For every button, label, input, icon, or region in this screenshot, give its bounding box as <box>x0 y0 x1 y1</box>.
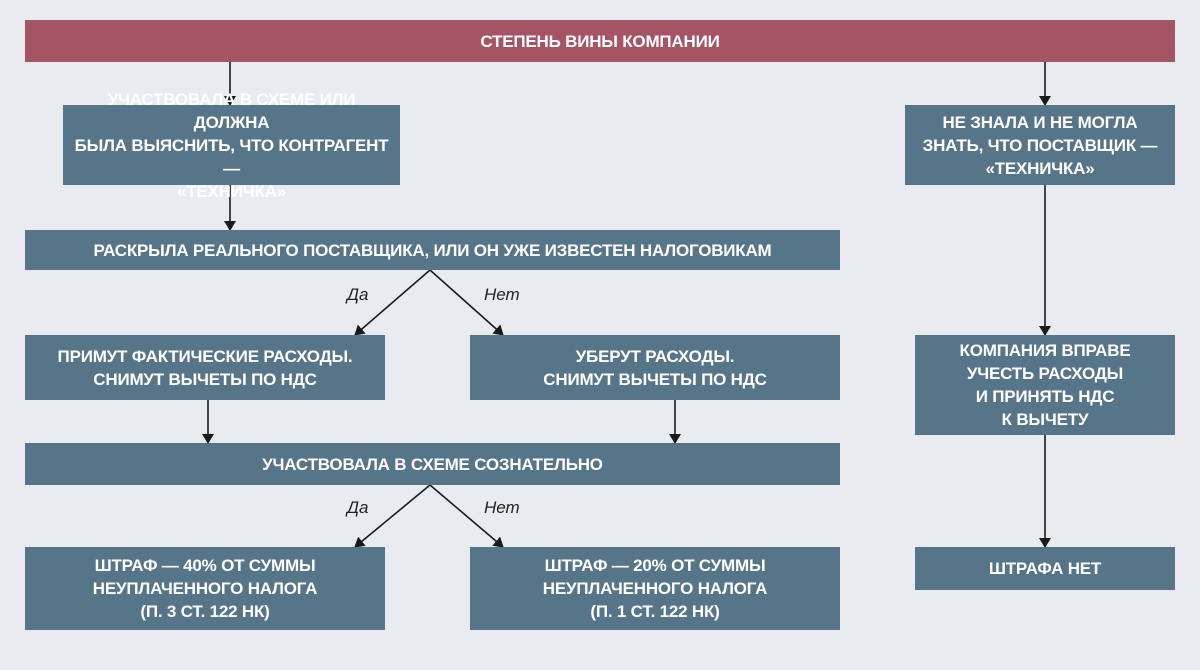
arrow <box>429 484 504 548</box>
node-fine-40: ШТРАФ — 40% ОТ СУММЫ НЕУПЛАЧЕННОГО НАЛОГ… <box>25 547 385 630</box>
arrow <box>429 269 504 336</box>
node-remove-expenses: УБЕРУТ РАСХОДЫ. СНИМУТ ВЫЧЕТЫ ПО НДС <box>470 335 840 400</box>
branch-no-label-2: Нет <box>484 498 520 517</box>
arrow <box>354 269 431 336</box>
arrow <box>354 484 431 548</box>
branch-no-label: Нет <box>484 285 520 304</box>
branch-yes-label: Да <box>347 285 369 304</box>
node-may-deduct: КОМПАНИЯ ВПРАВЕ УЧЕСТЬ РАСХОДЫ И ПРИНЯТЬ… <box>915 335 1175 435</box>
node-deliberate: УЧАСТВОВАЛА В СХЕМЕ СОЗНАТЕЛЬНО <box>25 443 840 485</box>
branch-yes-label-2: Да <box>347 498 369 517</box>
node-accept-expenses: ПРИМУТ ФАКТИЧЕСКИЕ РАСХОДЫ. СНИМУТ ВЫЧЕТ… <box>25 335 385 400</box>
diagram-title: СТЕПЕНЬ ВИНЫ КОМПАНИИ <box>25 20 1175 62</box>
node-did-not-know: НЕ ЗНАЛА И НЕ МОГЛА ЗНАТЬ, ЧТО ПОСТАВЩИК… <box>905 105 1175 185</box>
node-participated: УЧАСТВОВАЛА В СХЕМЕ ИЛИ ДОЛЖНА БЫЛА ВЫЯС… <box>63 90 400 201</box>
node-disclosed: РАСКРЫЛА РЕАЛЬНОГО ПОСТАВЩИКА, ИЛИ ОН УЖ… <box>25 230 840 270</box>
node-fine-20: ШТРАФ — 20% ОТ СУММЫ НЕУПЛАЧЕННОГО НАЛОГ… <box>470 547 840 630</box>
node-no-fine: ШТРАФА НЕТ <box>915 547 1175 590</box>
